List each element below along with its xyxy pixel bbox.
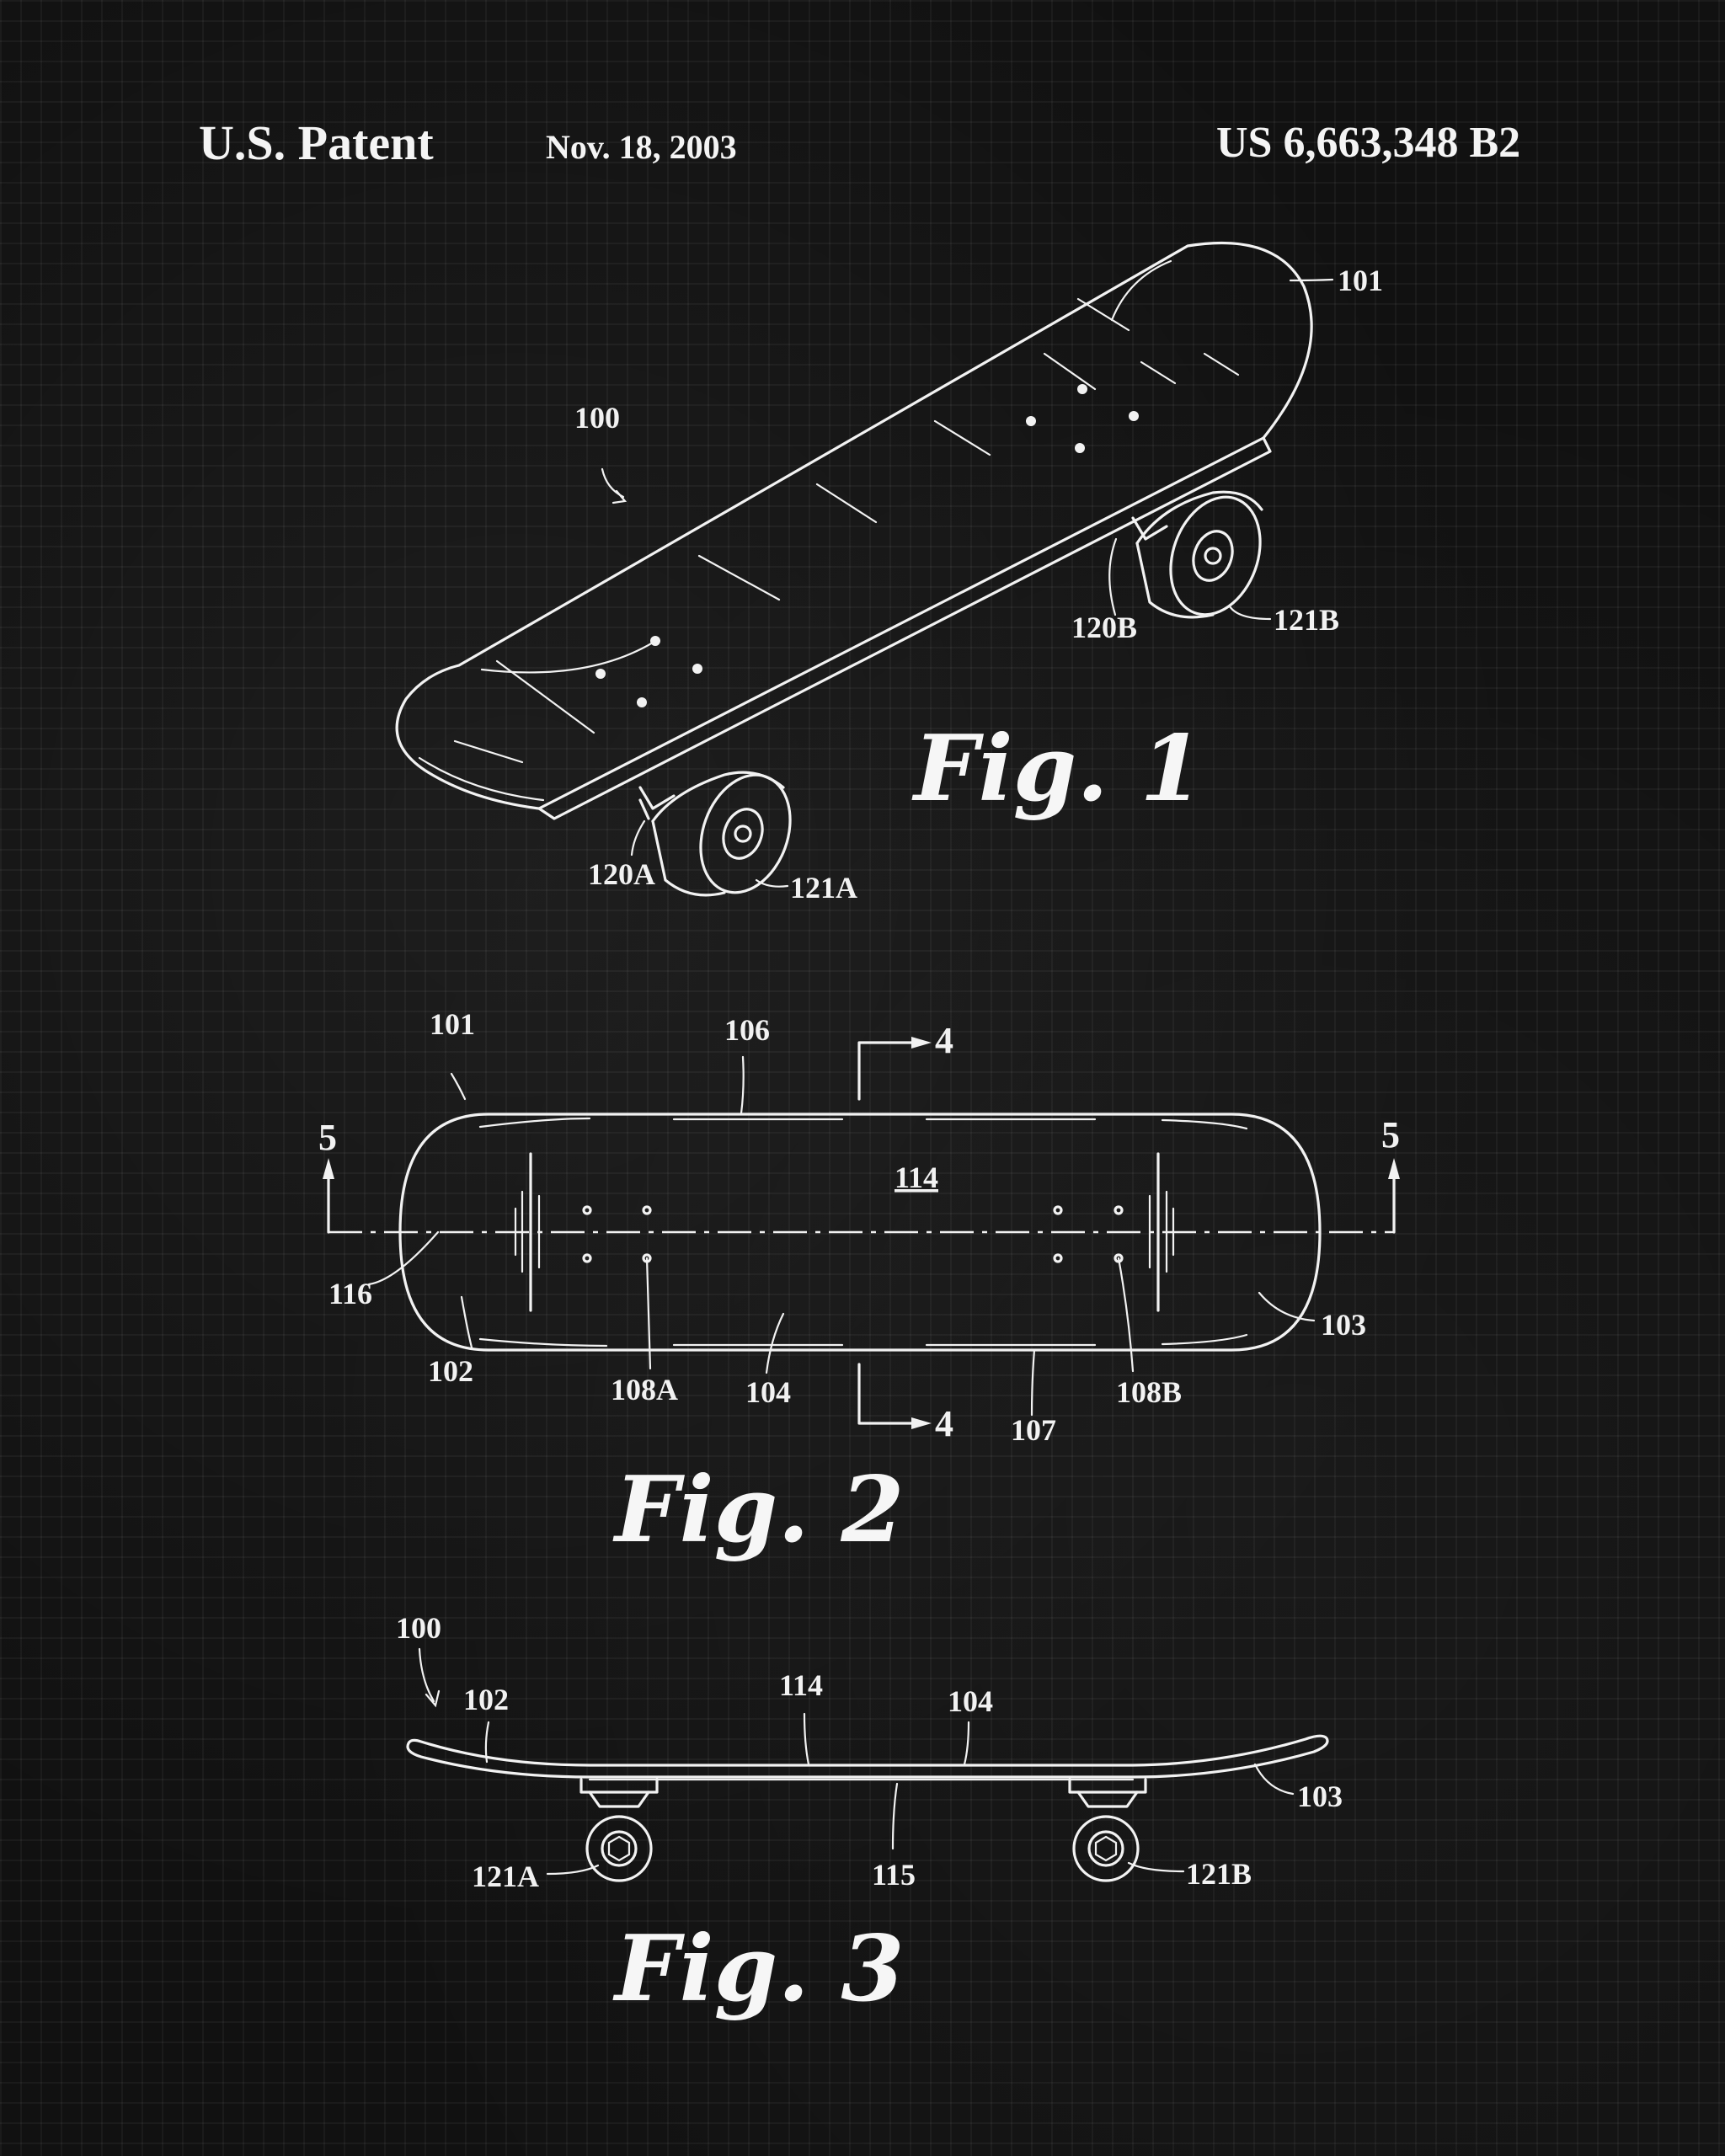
fig1-truck-b [1131,516,1168,541]
fig2-ref-106: 106 [724,1013,770,1047]
fig1-wheel-b [1135,490,1263,619]
fig3-ref-115: 115 [872,1858,916,1892]
figure-2: 101 106 4 5 5 114 116 102 103 108A 104 4… [318,1007,1400,1563]
fig1-ref-120a: 120A [588,857,655,891]
fig2-ref-101: 101 [430,1007,475,1041]
fig3-ref-104: 104 [948,1684,993,1718]
fig3-ref-103: 103 [1297,1780,1343,1813]
patent-date: Nov. 18, 2003 [546,128,737,166]
fig2-ref-5-right: 5 [1381,1114,1400,1155]
fig1-deck [395,241,1313,820]
fig2-ref-104: 104 [745,1375,791,1409]
fig2-ref-4-top: 4 [935,1020,953,1061]
fig3-ref-102: 102 [463,1683,509,1716]
fig1-caption: Fig. 1 [911,716,1204,822]
figure-1: 101 100 120B 121B 120A 121A Fig. 1 [395,241,1383,905]
fig1-wheel-a [651,771,792,897]
patent-label: U.S. Patent [199,115,434,170]
fig2-ref-4-bottom: 4 [935,1403,953,1444]
fig2-ref-108a: 108A [611,1373,678,1406]
fig3-caption: Fig. 3 [612,1916,905,2022]
fig2-deck [398,1113,1322,1352]
patent-number: US 6,663,348 B2 [1216,119,1521,167]
fig3-truck-a [579,1778,659,1808]
fig1-leaders [601,278,1334,888]
fig2-ref-107: 107 [1011,1413,1056,1447]
fig2-ref-102: 102 [428,1354,473,1388]
fig2-ref-103: 103 [1321,1308,1366,1342]
fig2-caption: Fig. 2 [612,1457,905,1563]
fig3-wheel-b [1072,1815,1140,1882]
fig3-ref-121a: 121A [472,1860,539,1893]
fig1-ref-120b: 120B [1071,611,1137,644]
fig3-ref-114: 114 [779,1668,823,1702]
fig2-ref-108b: 108B [1116,1375,1182,1409]
figure-3: 100 102 114 104 103 121A 115 121B Fig. 3 [396,1611,1343,2022]
fig1-ref-100: 100 [574,401,620,435]
fig1-ref-121a: 121A [790,871,857,905]
fig2-ref-116: 116 [328,1277,372,1310]
fig3-truck-b [1068,1778,1147,1808]
fig1-ref-101: 101 [1338,264,1383,297]
fig2-bolt-holes [582,1205,1124,1263]
fig3-deck [406,1734,1329,1781]
fig2-leaders [367,1055,1316,1417]
fig1-ref-121b: 121B [1274,603,1339,637]
fig1-truck-a [638,786,676,820]
fig2-ref-114: 114 [895,1161,938,1194]
fig2-section-5-markers [323,1158,1400,1234]
fig3-ref-100: 100 [396,1611,441,1645]
fig3-ref-121b: 121B [1186,1857,1252,1891]
fig2-ref-5-left: 5 [318,1117,337,1158]
fig3-wheel-a [585,1815,653,1882]
fig2-section-4-markers [857,1037,932,1429]
fig3-leaders [418,1647,1295,1876]
